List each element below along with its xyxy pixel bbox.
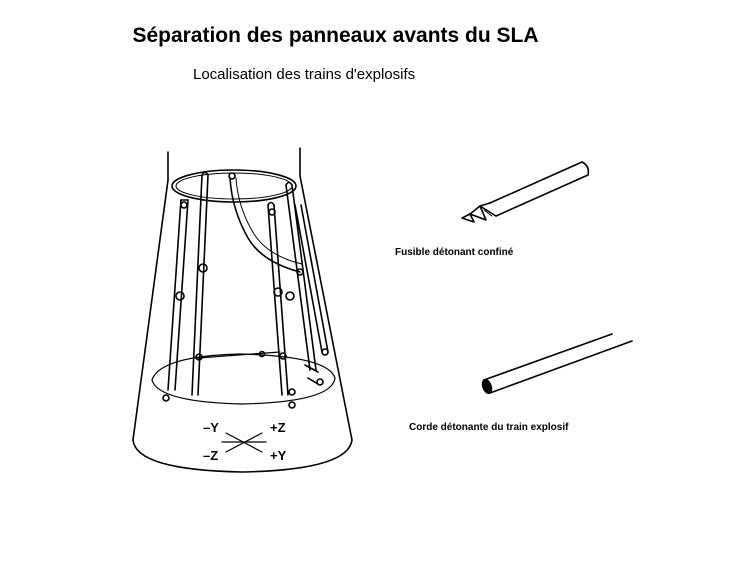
page-title: Séparation des panneaux avants du SLA	[132, 24, 539, 47]
cord-caption: Corde détonante du train explosif	[409, 422, 569, 433]
left-explosive-train	[162, 171, 209, 402]
axis-label-minus-z: –Z	[203, 448, 219, 463]
page-subtitle: Localisation des trains d'explosifs	[193, 66, 416, 83]
axis-label-plus-z: +Z	[270, 420, 286, 435]
confined-fuse-icon	[461, 161, 590, 223]
right-explosive-train	[267, 181, 329, 409]
lower-ring	[151, 353, 336, 405]
sla-cone-outline	[132, 147, 353, 473]
detonating-cord-icon	[481, 333, 633, 395]
fuse-caption: Fusible détonant confiné	[395, 247, 514, 258]
axis-label-plus-y: +Y	[270, 448, 287, 463]
axis-label-minus-y: –Y	[203, 420, 219, 435]
bottom-link	[197, 350, 281, 359]
axis-cross	[221, 432, 267, 453]
center-cord	[228, 172, 303, 273]
